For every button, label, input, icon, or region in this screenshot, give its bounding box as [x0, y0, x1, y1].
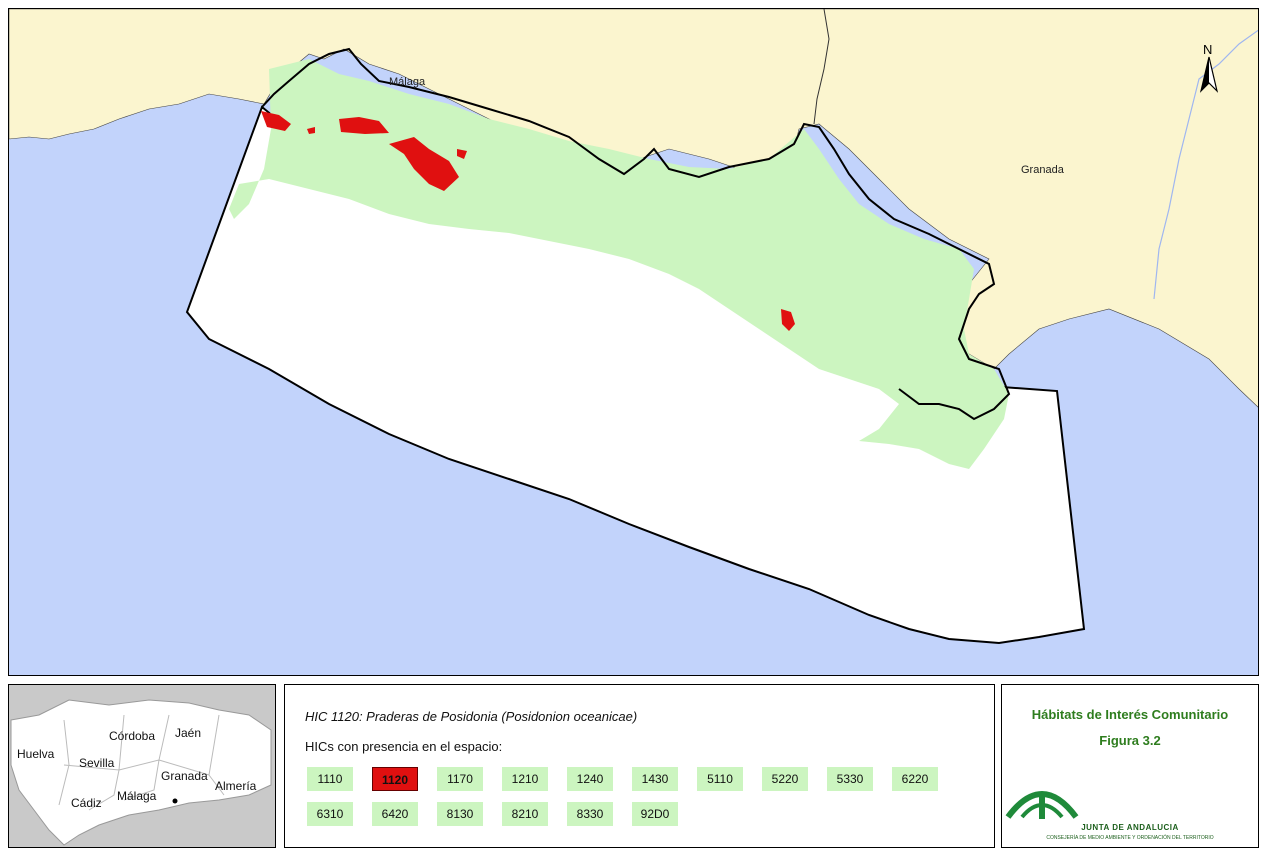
inset-label-sevilla: Sevilla: [79, 756, 115, 770]
figure-number: Figura 3.2: [1099, 733, 1161, 748]
inset-label-jaen: Jaén: [175, 726, 201, 740]
posidonia-patch: [457, 149, 467, 159]
province-boundary: [813, 9, 830, 125]
inset-label-cadiz: Cádiz: [71, 796, 102, 810]
posidonia-patch: [781, 309, 795, 331]
main-map: Málaga Granada N: [8, 8, 1259, 676]
location-marker: [172, 798, 178, 804]
legend-panel: HIC 1120: Praderas de Posidonia (Posidon…: [284, 684, 995, 848]
hic-code-grid: 1110 1120 1170 1210 1240 1430 5110 5220 5330 6220…: [307, 767, 987, 837]
hic-code-chip-1430: 1430: [632, 767, 678, 791]
north-arrow-icon: N: [1199, 42, 1219, 93]
hic-code-chip-1120: 1120: [372, 767, 418, 791]
inset-map: Huelva Sevilla Córdoba Jaén Granada Alme…: [8, 684, 276, 848]
label-granada: Granada: [1021, 164, 1065, 176]
inset-label-huelva: Huelva: [17, 747, 55, 761]
hic-code-row: 1110 1120 1170 1210 1240 1430 5110 5220 5330 6220: [307, 767, 987, 791]
legend-subtitle: HICs con presencia en el espacio:: [305, 739, 503, 754]
title-panel: Hábitats de Interés Comunitario Figura 3…: [1001, 684, 1259, 848]
inset-label-malaga: Málaga: [117, 789, 157, 803]
hic-code-chip-8330: 8330: [567, 802, 613, 826]
river-line: [1153, 29, 1258, 300]
inset-label-granada: Granada: [161, 769, 208, 783]
hic-code-chip-1170: 1170: [437, 767, 483, 791]
land-area: [9, 9, 1258, 408]
posidonia-patch: [339, 117, 389, 134]
hic-code-chip-6220: 6220: [892, 767, 938, 791]
hic-code-chip-6420: 6420: [372, 802, 418, 826]
posidonia-patch: [261, 111, 291, 131]
hic-code-chip-1240: 1240: [567, 767, 613, 791]
junta-logo-icon: [1002, 777, 1258, 821]
inset-label-cordoba: Córdoba: [109, 729, 155, 743]
legend-title: HIC 1120: Praderas de Posidonia (Posidon…: [305, 709, 638, 724]
andalucia-region: [10, 699, 272, 846]
hic-code-chip-1210: 1210: [502, 767, 548, 791]
main-map-svg: Málaga Granada N: [9, 9, 1258, 675]
hic-code-chip-5330: 5330: [827, 767, 873, 791]
hic-code-chip-1110: 1110: [307, 767, 353, 791]
coastline: [261, 47, 1011, 421]
posidonia-patch: [389, 137, 459, 191]
inset-label-almeria: Almería: [215, 779, 257, 793]
label-malaga: Málaga: [389, 76, 426, 88]
figure-title: Hábitats de Interés Comunitario: [1031, 707, 1229, 722]
province-borders: [58, 714, 225, 811]
hic-code-chip-5110: 5110: [697, 767, 743, 791]
hic-code-chip-8210: 8210: [502, 802, 548, 826]
posidonia-patch: [307, 127, 315, 134]
hic-code-chip-5220: 5220: [762, 767, 808, 791]
hic-code-chip-92d0: 92D0: [632, 802, 678, 826]
svg-text:N: N: [1203, 42, 1212, 57]
logo-name: JUNTA DE ANDALUCIA: [1081, 823, 1179, 832]
hic-code-chip-8130: 8130: [437, 802, 483, 826]
inset-map-svg: Huelva Sevilla Córdoba Jaén Granada Alme…: [9, 685, 275, 847]
logo-subtitle: CONSEJERÍA DE MEDIO AMBIENTE Y ORDENACIÓ…: [1046, 835, 1214, 841]
hic-code-row: 6310 6420 8130 8210 8330 92D0: [307, 802, 987, 826]
hic-code-chip-6310: 6310: [307, 802, 353, 826]
